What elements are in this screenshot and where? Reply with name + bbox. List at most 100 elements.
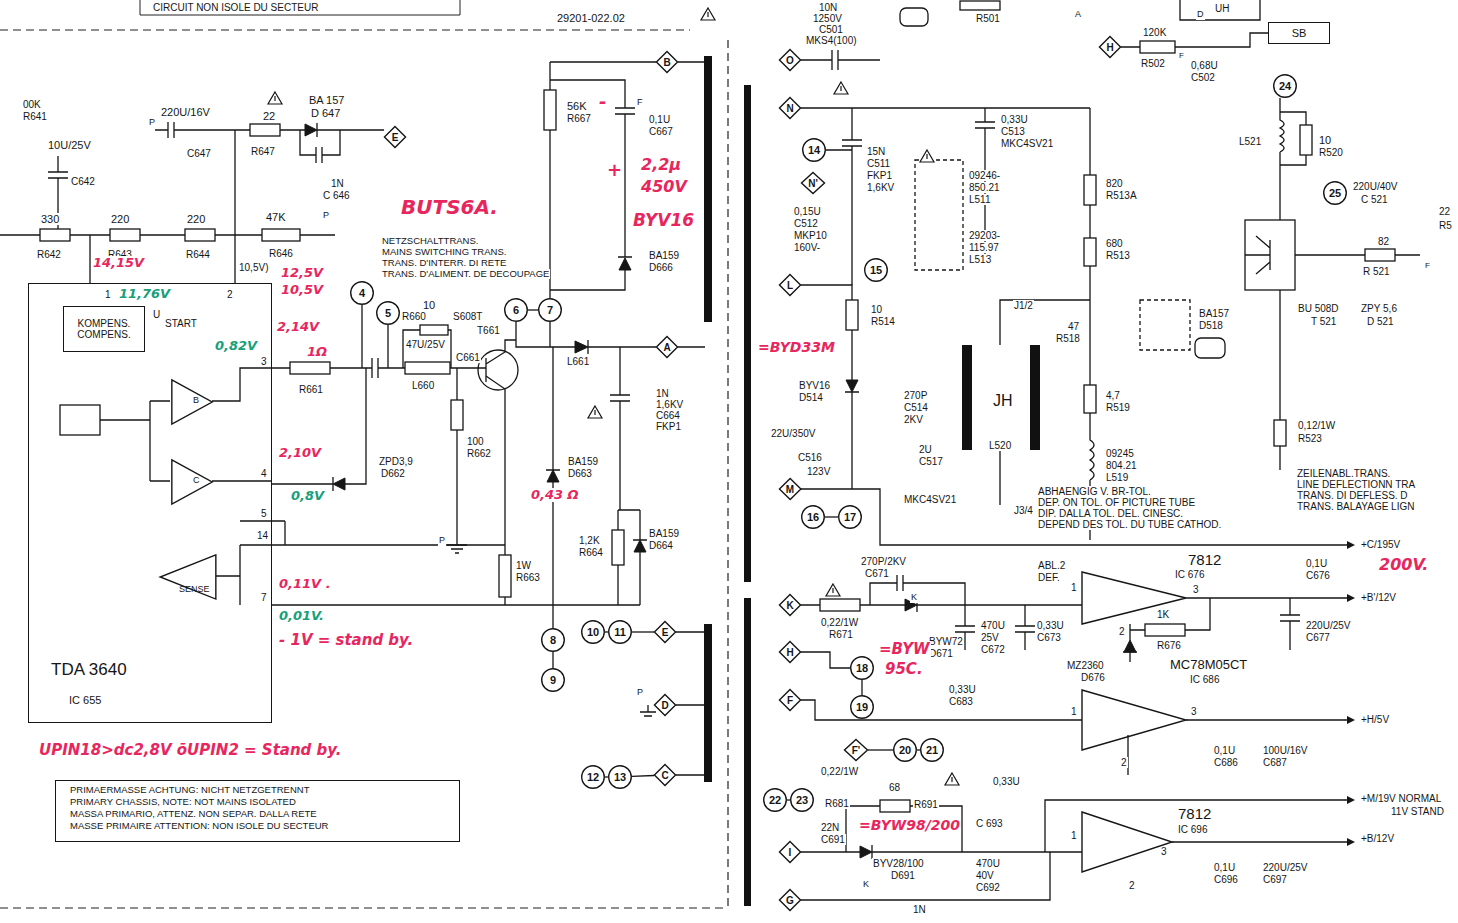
callout-circle: 17 xyxy=(838,505,862,529)
node-text: D xyxy=(661,700,668,711)
regulator-triangle: MC78M05CTIC 686 xyxy=(1068,657,1260,753)
warning-symbols xyxy=(594,410,595,415)
output-arrows xyxy=(1347,541,1355,846)
bus-bars xyxy=(704,624,712,782)
part-label: 2 xyxy=(226,289,234,300)
part-label: R513 xyxy=(1105,250,1131,261)
diodes xyxy=(860,846,872,858)
node-text: 21 xyxy=(926,744,938,756)
shape-outline xyxy=(779,594,800,615)
node-text: 4 xyxy=(359,287,365,299)
callout-circle: 5 xyxy=(376,301,400,325)
bus-bars xyxy=(704,56,1040,906)
part-label: 100 xyxy=(466,436,485,447)
amplifier-triangle: C xyxy=(171,459,213,505)
diodes xyxy=(846,380,858,392)
callout-circle: 13 xyxy=(608,765,632,789)
part-label: U xyxy=(152,309,161,320)
node-text: TDA 3640 xyxy=(51,661,127,680)
bus-bars xyxy=(1030,345,1040,450)
part-label: P xyxy=(636,688,644,698)
part-label: 0,1U xyxy=(1305,558,1328,569)
node-text: M xyxy=(786,484,794,495)
callout-circle: 14 xyxy=(802,138,826,162)
wires xyxy=(272,521,640,605)
part-label: 5 xyxy=(260,508,268,519)
part-label: 3 xyxy=(260,356,268,367)
callout-circle: 10 xyxy=(581,620,605,644)
node-text: I xyxy=(789,847,792,858)
handwritten-note: 0,01V. xyxy=(278,609,325,623)
part-label: 220U/40V xyxy=(1352,181,1398,192)
handwritten-note: 11,76V xyxy=(118,287,171,301)
note-box: PRIMAERMASSE ACHTUNG: NICHT NETZGETRENNT… xyxy=(55,780,460,842)
wire-connector xyxy=(917,749,920,750)
node-text: 22 xyxy=(769,794,781,806)
node-text: 13 xyxy=(614,771,626,783)
part-label: 09245 xyxy=(1105,448,1135,459)
part-label: FKP1 xyxy=(655,421,682,432)
part-label: D676 xyxy=(1080,672,1106,683)
node-text: L xyxy=(787,280,793,291)
shape-outline xyxy=(802,506,825,529)
diodes xyxy=(575,341,588,353)
component-bodies xyxy=(290,362,330,374)
wires xyxy=(1245,236,1270,274)
component-bodies xyxy=(262,229,300,241)
part-label: 220U/25V xyxy=(1305,620,1351,631)
part-label: A xyxy=(1074,10,1082,20)
part-label: R681 xyxy=(824,798,850,809)
part-label: R691 xyxy=(913,799,939,810)
part-label: BYV16 xyxy=(798,380,831,391)
warning-symbols xyxy=(268,8,959,785)
part-label: R520 xyxy=(1318,147,1344,158)
part-label: 10 xyxy=(870,304,883,315)
part-label: D xyxy=(1196,10,1205,20)
wires xyxy=(0,0,1420,900)
part-label: BA159 xyxy=(567,456,599,467)
part-label: 14 xyxy=(256,530,269,541)
part-label: L513 xyxy=(968,254,992,265)
component-bodies xyxy=(1084,175,1096,205)
part-label: NETZSCHALTTRANS. xyxy=(381,236,479,246)
part-label: D663 xyxy=(567,468,593,479)
wires xyxy=(272,358,486,378)
part-label: R5 xyxy=(1438,220,1453,231)
output-arrows xyxy=(1347,838,1355,846)
shape-outline xyxy=(779,641,800,662)
shape-outline xyxy=(656,336,677,357)
part-label: D 521 xyxy=(1366,316,1395,327)
wires xyxy=(100,368,272,605)
component-bodies xyxy=(1245,220,1295,290)
part-label: 4,7 xyxy=(1105,390,1121,401)
shape-outline xyxy=(1082,812,1172,872)
component-bodies xyxy=(420,325,448,335)
part-label: 0,68U xyxy=(1190,60,1219,71)
wires xyxy=(801,285,1347,545)
regulator-triangle: 7812IC 696 xyxy=(1068,805,1248,875)
shape-outline xyxy=(654,764,675,785)
wires xyxy=(915,160,963,270)
handwritten-note: BYV16 xyxy=(632,211,695,230)
part-label: 1 xyxy=(1070,582,1078,593)
part-label: C677 xyxy=(1305,632,1331,643)
shape-outline xyxy=(851,696,874,719)
handwritten-note: 14,15V xyxy=(92,256,145,270)
ic-block: TDA 3640IC 655KOMPENS. COMPENS.BCSENSE xyxy=(28,283,272,723)
part-label: 330 xyxy=(40,213,60,225)
connector-diamond: C xyxy=(654,764,676,786)
callout-circle: 18 xyxy=(850,656,874,680)
shape-outline xyxy=(779,274,800,295)
node-text: H xyxy=(1106,42,1113,53)
part-label: 1,6KV xyxy=(866,182,895,193)
shape-outline xyxy=(764,789,787,812)
connector-diamond: F' xyxy=(844,739,868,761)
handwritten-note: 450V xyxy=(640,178,688,196)
callout-circle: 19 xyxy=(850,695,874,719)
node-text: 20 xyxy=(899,744,911,756)
part-label: C683 xyxy=(948,696,974,707)
connector-diamond: B xyxy=(656,51,678,73)
part-label: MKP10 xyxy=(793,230,828,241)
part-label: C676 xyxy=(1305,570,1331,581)
part-label: +H/5V xyxy=(1360,714,1390,725)
